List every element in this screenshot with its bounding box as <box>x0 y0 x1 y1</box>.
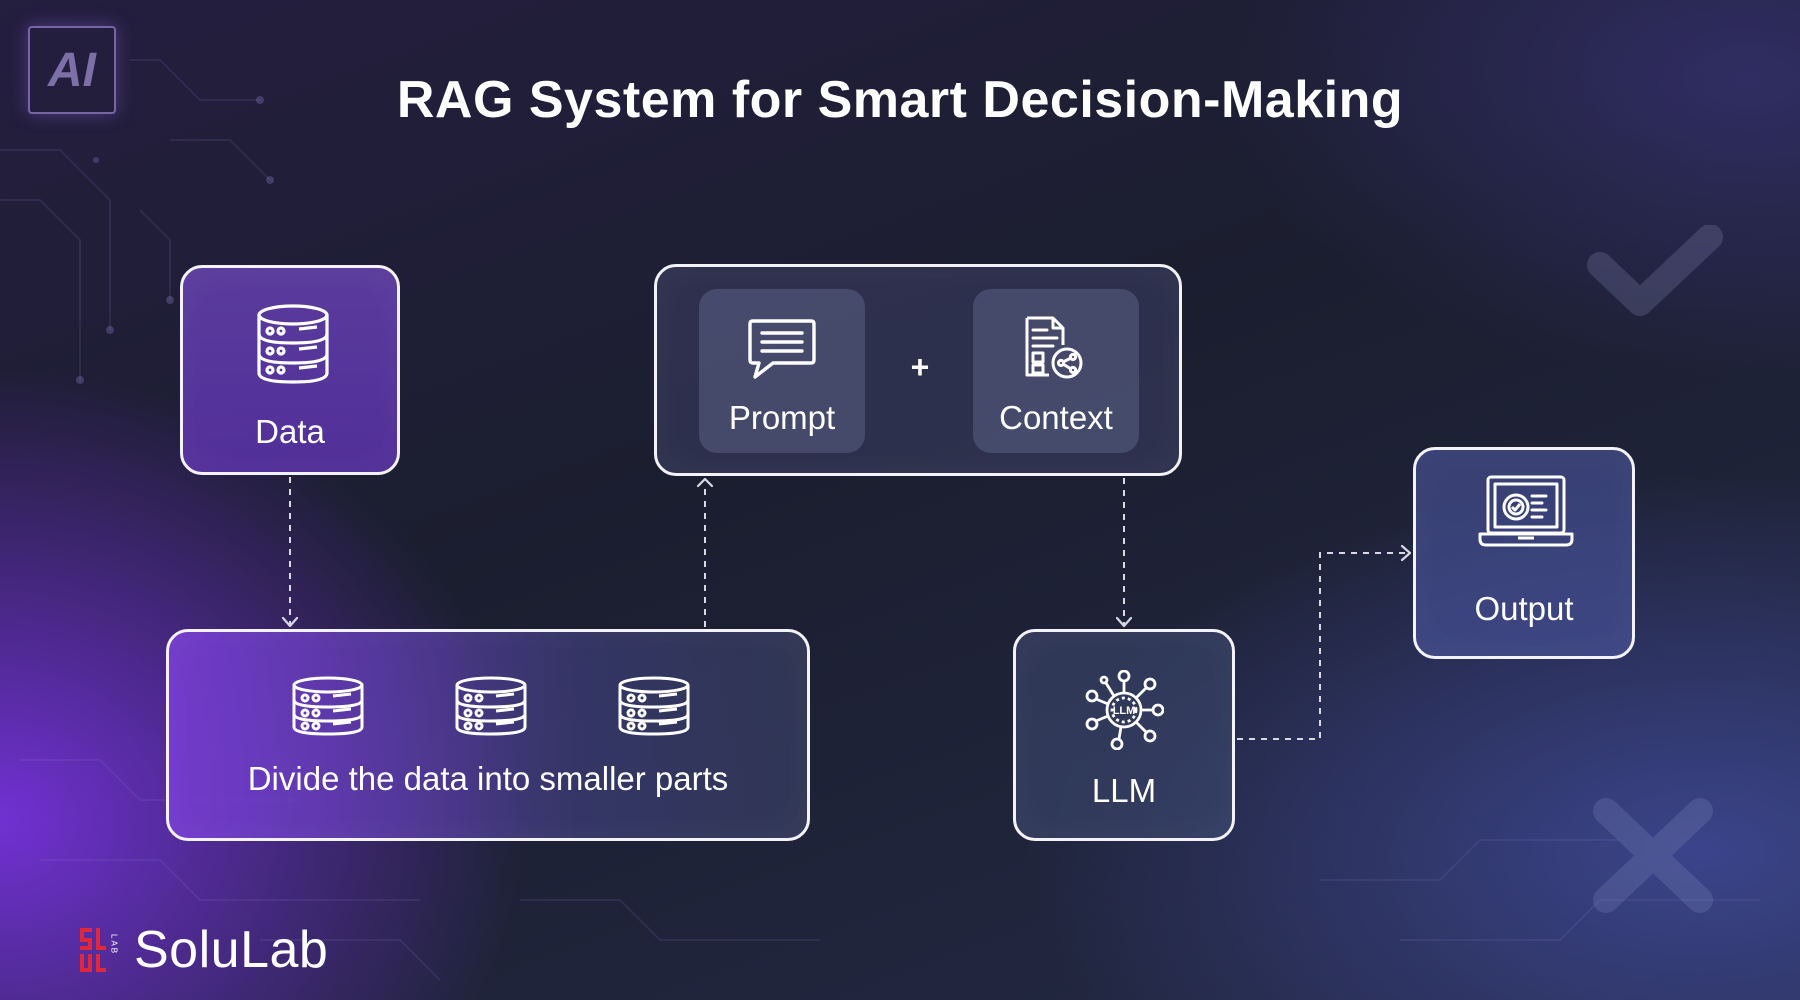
context-label: Context <box>999 399 1113 436</box>
llm-icon-text: LLM <box>1113 705 1136 717</box>
divide-label: Divide the data into smaller parts <box>247 760 729 797</box>
brand-name: SoluLab <box>134 921 329 979</box>
prompt-card: Prompt <box>699 289 865 453</box>
llm-node: LLM LLM <box>1013 629 1235 841</box>
ai-badge: AI <box>28 26 116 114</box>
prompt-label: Prompt <box>728 399 836 436</box>
checkmark-icon <box>1587 225 1723 316</box>
chat-icon <box>748 319 816 379</box>
prompt-context-node: Prompt + Context <box>654 264 1182 476</box>
page-title: RAG System for Smart Decision-Making <box>396 71 1404 129</box>
database-icon <box>618 676 690 736</box>
llm-network-icon: LLM <box>1085 670 1164 750</box>
data-node: Data <box>180 265 400 475</box>
svg-text:LAB: LAB <box>110 934 119 955</box>
output-node: Output <box>1413 447 1635 659</box>
cross-icon <box>1593 798 1713 913</box>
solulab-logo: LAB SoluLab <box>80 920 328 980</box>
solulab-mark-icon: LAB <box>80 928 119 972</box>
document-share-icon <box>1025 316 1083 379</box>
connector-llm-to-output <box>1237 552 1408 740</box>
plus-sign: + <box>910 349 930 385</box>
data-label: Data <box>255 413 325 450</box>
database-icon <box>292 676 364 736</box>
database-icon <box>257 304 329 384</box>
llm-label: LLM <box>1091 772 1157 809</box>
divide-node: Divide the data into smaller parts <box>166 629 810 841</box>
context-card: Context <box>973 289 1139 453</box>
output-label: Output <box>1474 590 1574 627</box>
database-icon <box>455 676 527 736</box>
laptop-dashboard-icon <box>1478 475 1574 547</box>
